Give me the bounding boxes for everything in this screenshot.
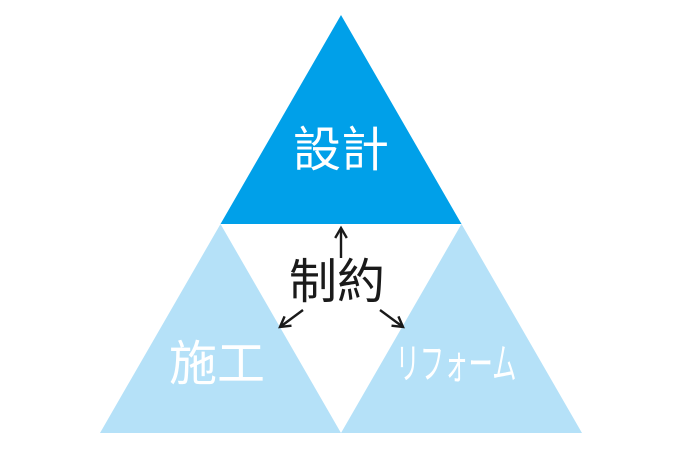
center-constraint-label: 制約 [289, 254, 385, 310]
arrow-down-left-icon [278, 309, 304, 329]
construction-triangle [100, 224, 341, 433]
design-label: 設計 [293, 122, 389, 178]
design-triangle [220, 15, 462, 224]
reform-triangle [341, 224, 582, 433]
construction-label: 施工 [169, 336, 265, 392]
reform-label: リフォーム [395, 341, 516, 390]
arrow-down-right-icon [379, 309, 405, 329]
